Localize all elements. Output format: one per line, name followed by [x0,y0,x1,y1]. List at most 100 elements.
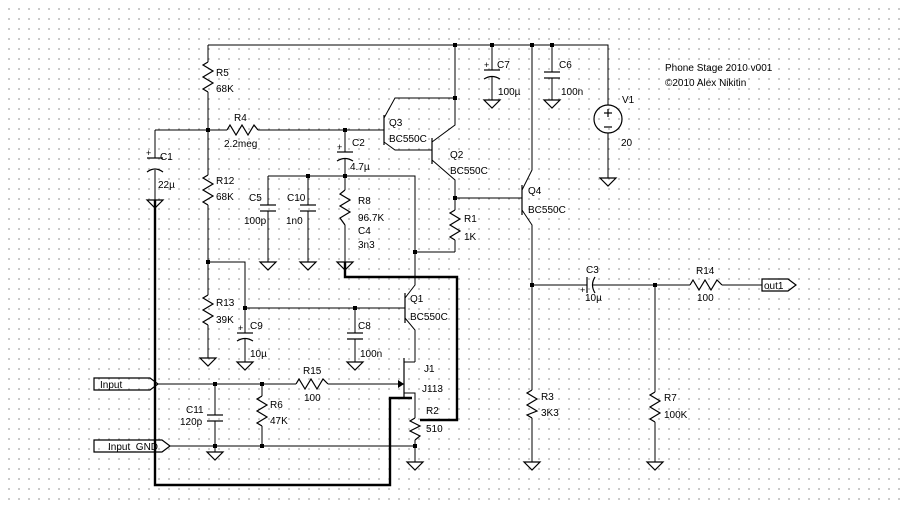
label-c11-ref: C11 [186,405,204,416]
wire-q2-collector [431,98,456,143]
wire-q1-collector [404,252,416,299]
port-output[interactable]: out1 [761,278,797,292]
label-j1-ref: J1 [424,364,435,375]
label-q4-value: BC550C [528,205,566,216]
label-r15-value: 100 [304,393,321,404]
wire-q2-emitter [431,159,510,199]
svg-text:+: + [337,142,342,152]
port-output-label: out1 [764,281,784,292]
capacitor-c7: + [483,60,501,80]
label-c11-value: 120p [180,417,203,428]
svg-text:+: + [146,148,151,158]
resistor-r6 [255,395,269,427]
wire-q1-emitter [404,317,416,362]
wire-top-rail [208,44,609,105]
label-r1-value: 1K [464,232,477,243]
label-r2-ref: R2 [426,406,439,417]
label-r14-ref: R14 [696,266,715,277]
label-r14-value: 100 [697,293,714,304]
label-r5-ref: R5 [216,68,229,79]
wire-j1 [404,361,416,462]
label-q3-value: BC550C [389,134,427,145]
label-v1-value: 20 [621,138,633,149]
ground-r13 [198,357,218,367]
resistor-r12 [201,174,215,206]
transistor-q1 [395,293,406,323]
label-c9-ref: C9 [250,321,263,332]
label-r15-ref: R15 [303,366,322,377]
jfet-j1 [398,358,405,398]
label-c6-ref: C6 [559,60,572,71]
title-line1: Phone Stage 2010 v001 [665,63,773,74]
resistor-r3 [525,389,539,419]
label-c4-ref: C4 [358,226,371,237]
resistor-r2 [408,417,422,441]
resistor-r15 [295,377,329,391]
label-q1-ref: Q1 [410,294,424,305]
label-r1-ref: R1 [464,214,477,225]
label-c10-ref: C10 [287,193,306,204]
capacitor-c8 [347,332,363,340]
label-q2-value: BC550C [450,166,488,177]
label-c8-value: 100n [360,349,382,360]
label-v1-ref: V1 [622,95,635,106]
capacitor-c9: + [236,323,254,342]
wires [154,44,762,462]
transistor-q4 [510,185,523,215]
label-r13-ref: R13 [216,298,235,309]
label-r12-value: 68K [216,192,234,203]
wire-q4-emitter [521,209,533,462]
capacitor-c11 [207,414,223,422]
resistor-r14 [689,278,723,292]
wire-q4-collector [521,45,533,191]
ground-r7 [645,461,665,471]
component-labels: R5 68K R4 2.2meg R12 68K R13 39K R8 96.7… [158,60,715,435]
ground-c8 [345,361,365,371]
label-c5-ref: C5 [249,193,262,204]
label-r3-ref: R3 [541,392,554,403]
label-c8-ref: C8 [358,321,371,332]
label-r7-value: 100K [664,410,688,421]
wire-q3-collector [383,45,456,119]
label-j1-value: J113 [422,384,443,395]
label-c3-value: 10µ [585,293,602,304]
port-input-label: Input [100,380,122,391]
label-c1-value: 22µ [158,180,175,191]
port-input-gnd-label: Input_GND [108,442,158,453]
resistor-r1 [448,209,462,241]
ground-c4 [335,261,355,271]
wire-bold-r8-j1 [343,262,459,422]
ground-c10 [298,261,318,271]
label-q4-ref: Q4 [528,186,542,197]
capacitor-c3: + [580,276,596,295]
label-q1-value: BC550C [410,312,448,323]
port-input[interactable]: Input [93,377,159,391]
label-c7-ref: C7 [497,60,510,71]
capacitor-c1: + [146,148,164,173]
label-r2-value: 510 [426,424,443,435]
label-c2-value: 4.7µ [350,162,370,173]
resistor-r13 [201,294,215,326]
svg-text:+: + [580,285,585,295]
label-r4-ref: R4 [234,113,247,124]
wire-bold-ground-loop [153,200,412,487]
port-input-gnd[interactable]: Input_GND [93,439,171,453]
voltage-source-v1 [593,104,623,134]
label-c5-value: 100p [244,216,267,227]
resistor-r5 [201,61,215,93]
label-r7-ref: R7 [664,393,677,404]
capacitor-c2: + [336,142,354,162]
ground-c5 [258,261,278,271]
ground-symbols [145,99,665,471]
wire-q3-emitter [383,141,420,151]
label-c9-value: 10µ [250,349,267,360]
transistor-q3 [372,115,385,145]
ground-v1 [598,177,618,187]
label-r6-value: 47K [270,416,288,427]
label-c3-ref: C3 [586,265,599,276]
label-r8-value: 96.7K [358,213,384,224]
label-r8-ref: R8 [358,196,371,207]
resistor-r7 [648,391,662,423]
